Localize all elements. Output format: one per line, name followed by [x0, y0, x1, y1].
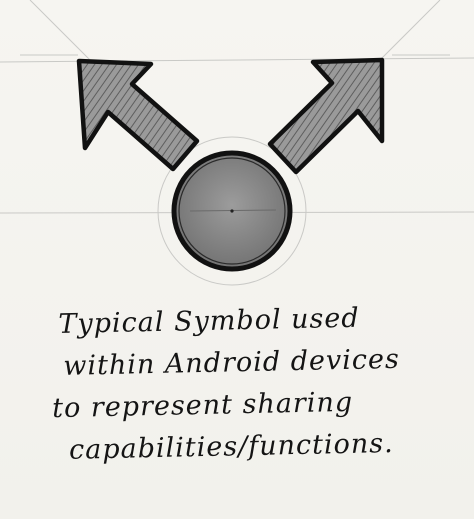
- arrow-up-left-icon: [76, 58, 200, 172]
- caption-line-2: within Android devices: [62, 343, 401, 382]
- arrow-up-right-icon: [267, 57, 385, 175]
- circle-node-icon: [171, 150, 293, 272]
- handwritten-caption: Typical Symbol used within Android devic…: [52, 296, 457, 472]
- caption-line-4: capabilities/functions.: [68, 428, 394, 466]
